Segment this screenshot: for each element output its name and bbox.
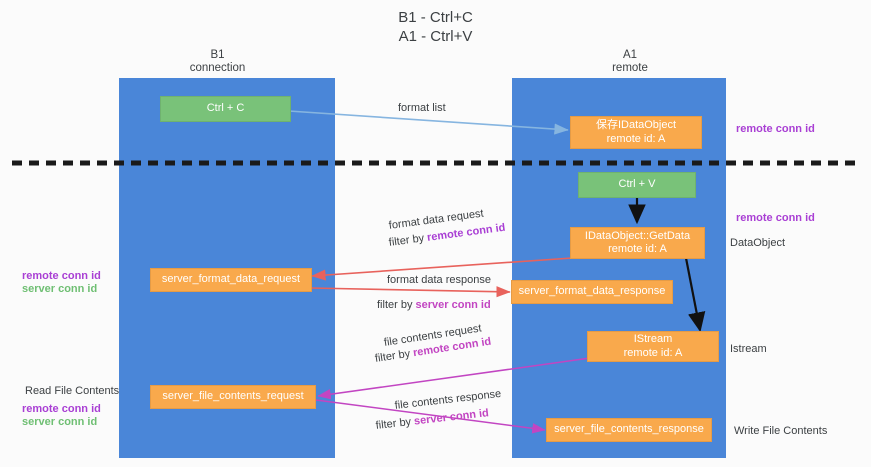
filter-prefix-1: filter by xyxy=(388,231,428,249)
node-server-format-data-request-label: server_format_data_request xyxy=(161,273,301,286)
node-server-format-data-request[interactable]: server_format_data_request xyxy=(150,268,312,292)
right-label-remote-conn-id-middle: remote conn id xyxy=(736,212,815,224)
filter-prefix-4: filter by xyxy=(375,415,415,432)
node-ctrl-c[interactable]: Ctrl + C xyxy=(160,96,291,122)
node-istream[interactable]: IStream remote id: A xyxy=(587,331,719,362)
node-ctrl-c-label: Ctrl + C xyxy=(206,102,245,115)
edge-label-format-list: format list xyxy=(398,102,446,114)
filter-key-server-conn-id-2: server conn id xyxy=(413,407,490,428)
node-save-idataobject-line2: remote id: A xyxy=(606,132,666,145)
right-label-istream: Istream xyxy=(730,343,767,355)
left-label-server-conn-id-1: server conn id xyxy=(22,283,98,295)
lane-header-b1: B1 connection xyxy=(189,49,246,74)
edge-label-format-data-response-filter: filter by server conn id xyxy=(377,298,491,312)
node-idataobject-getdata[interactable]: IDataObject::GetData remote id: A xyxy=(570,227,705,259)
node-istream-line1: IStream xyxy=(633,333,673,345)
node-server-file-contents-response-label: server_file_contents_response xyxy=(554,423,704,436)
lane-header-a1: A1 remote xyxy=(612,49,648,74)
connector-format-data-response xyxy=(309,286,511,298)
node-idataobject-getdata-line1: IDataObject::GetData xyxy=(584,229,691,242)
left-label-read-file-contents: Read File Contents xyxy=(25,385,120,397)
left-label-server-conn-id-2: server conn id xyxy=(22,416,98,428)
right-label-remote-conn-id-top: remote conn id xyxy=(736,123,815,135)
edge-label-file-contents-response-filter: filter by server conn id xyxy=(375,406,490,433)
page-title: B1 - Ctrl+C A1 - Ctrl+V xyxy=(398,9,473,45)
node-server-file-contents-response[interactable]: server_file_contents_response xyxy=(546,418,712,442)
filter-prefix-3: filter by xyxy=(374,347,415,365)
right-label-dataobject: DataObject xyxy=(730,237,786,249)
node-server-file-contents-request-label: server_file_contents_request xyxy=(162,390,304,403)
node-server-file-contents-request[interactable]: server_file_contents_request xyxy=(150,385,316,409)
node-server-format-data-response[interactable]: server_format_data_response xyxy=(511,280,673,304)
node-server-format-data-response-label: server_format_data_response xyxy=(518,285,666,298)
node-idataobject-getdata-line2: remote id: A xyxy=(608,243,667,255)
node-save-idataobject-line1: 保存IDataObject xyxy=(595,119,677,131)
right-label-write-file-contents: Write File Contents xyxy=(734,425,828,437)
filter-key-server-conn-id-1: server conn id xyxy=(415,299,491,311)
node-istream-line2: remote id: A xyxy=(623,346,683,359)
node-ctrl-v-label: Ctrl + V xyxy=(618,178,656,191)
left-label-remote-conn-id-1: remote conn id xyxy=(22,270,101,282)
filter-prefix-2: filter by xyxy=(377,299,416,311)
left-label-remote-conn-id-2: remote conn id xyxy=(22,403,101,415)
edge-label-format-data-response: format data response xyxy=(387,274,491,286)
node-ctrl-v[interactable]: Ctrl + V xyxy=(578,172,696,198)
node-save-idataobject[interactable]: 保存IDataObject remote id: A xyxy=(570,116,702,149)
